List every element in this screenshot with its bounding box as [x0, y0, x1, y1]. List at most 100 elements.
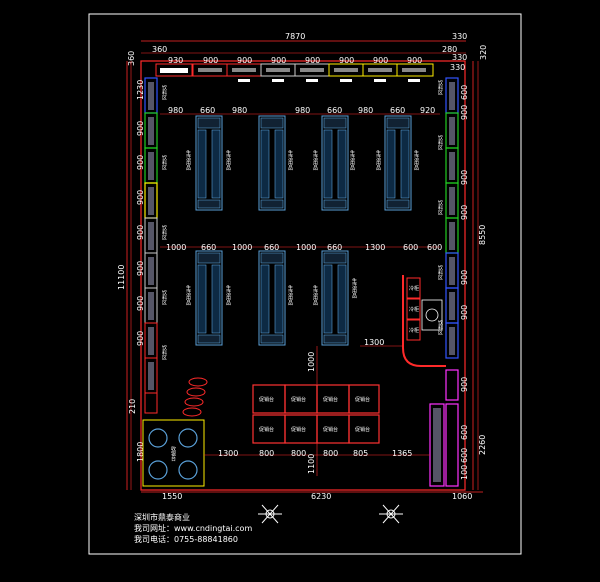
row2-dim: 660 [264, 243, 279, 252]
island-row-1 [195, 115, 412, 211]
island-label: 生活用品 [351, 277, 357, 299]
top-shelf-dim: 330 [450, 63, 465, 72]
island-shelf [258, 115, 286, 211]
island-label: 生活用品 [312, 284, 318, 306]
fridge-label: 冷柜 [409, 327, 419, 334]
left-shelf-label: 饮料区 [161, 289, 167, 305]
island-label: 生活用品 [225, 149, 231, 171]
right-dim: 900 [460, 270, 469, 285]
counter-label: 收银台 [170, 445, 176, 462]
entrance-planters: 收银台 [142, 419, 205, 487]
company-phone: 我司电话：0755-88841860 [134, 534, 252, 545]
row1-dim: 660 [327, 106, 342, 115]
top-shelf-dim: 900 [271, 56, 286, 65]
island-label: 生活用品 [287, 284, 293, 306]
promo-label: 促销台 [355, 396, 370, 403]
dim-bottom-right: 1060 [452, 492, 472, 501]
row1-dim: 920 [420, 106, 435, 115]
row2-dim: 1300 [365, 243, 385, 252]
right-dim: 600 [460, 85, 469, 100]
right-shelf-label: 饮料区 [437, 79, 443, 95]
row1-dim: 660 [390, 106, 405, 115]
fridge-label: 冷柜 [409, 306, 419, 313]
island-shelf [384, 115, 412, 211]
fridge-counter: 冷柜 冷柜 冷柜 [402, 275, 446, 367]
island-shelf [321, 250, 349, 346]
dim-left-total: 11100 [117, 265, 126, 290]
promo-label: 促销台 [259, 426, 274, 433]
dim-right-total-a: 8550 [478, 225, 487, 245]
promo-label: 促销台 [291, 396, 306, 403]
bottom-row-dim: 805 [353, 449, 368, 458]
island-label: 生活用品 [375, 149, 381, 171]
bottom-row-dim: 800 [323, 449, 338, 458]
island-label: 生活用品 [225, 284, 231, 306]
top-shelf-dim: 900 [373, 56, 388, 65]
dim-top-right: 330 [452, 32, 467, 41]
outer-wall [140, 60, 466, 491]
row1-dim: 980 [295, 106, 310, 115]
top-shelf-dim: 900 [305, 56, 320, 65]
site-label: 我司网址： [134, 524, 174, 533]
row2-dims: 1000 660 1000 660 1000 660 1300 600 600 [166, 243, 442, 252]
island-label: 生活用品 [185, 284, 191, 306]
left-shelf-label: 饮料区 [161, 344, 167, 360]
left-dim: 900 [136, 225, 145, 240]
dim-bottom-gap: 1100 [307, 454, 316, 474]
dim-right-top: 320 [479, 45, 488, 60]
row1-dim: 980 [232, 106, 247, 115]
dim-vert-gap: 1000 [307, 352, 316, 372]
left-dims: 1230 900 900 900 900 900 900 900 210 180… [128, 80, 145, 462]
right-dims: 600 900 900 900 900 900 900 600 600 100 [460, 85, 469, 480]
island-label: 生活用品 [185, 149, 191, 171]
right-shelf-label: 饮料区 [437, 199, 443, 215]
island-label: 生活用品 [312, 149, 318, 171]
left-dim: 1230 [136, 80, 145, 100]
island-label: 生活用品 [349, 149, 355, 171]
left-dim: 1800 [136, 442, 145, 462]
row2-dim: 1000 [296, 243, 316, 252]
phone-number: 0755-88841860 [174, 535, 238, 544]
top-shelf-dim: 900 [407, 56, 422, 65]
left-dim: 900 [136, 296, 145, 311]
company-info: 深圳市鼎泰商业 我司网址：www.cndingtai.com 我司电话：0755… [134, 512, 252, 545]
dim-mid-gap: 1300 [364, 338, 384, 347]
left-shelf-label: 饮料区 [161, 154, 167, 170]
bottom-row-dim: 800 [259, 449, 274, 458]
row2-dim: 660 [327, 243, 342, 252]
right-shelf-label: 饮料区 [437, 134, 443, 150]
company-name: 深圳市鼎泰商业 [134, 513, 190, 522]
site-url: www.cndingtai.com [174, 524, 253, 533]
shopping-carts [182, 377, 208, 417]
right-shelf-label: 饮料区 [437, 319, 443, 335]
island-shelf [321, 115, 349, 211]
dim-top-right-a: 330 [452, 53, 467, 62]
phone-label: 我司电话： [134, 535, 174, 544]
right-wall-shelves [429, 77, 459, 487]
row1-dim: 980 [358, 106, 373, 115]
promo-label: 促销台 [323, 426, 338, 433]
right-dim: 900 [460, 305, 469, 320]
left-dim: 900 [136, 121, 145, 136]
island-label: 生活用品 [287, 149, 293, 171]
bottom-row-dims: 1300 800 800 800 805 1365 [218, 449, 412, 458]
right-dim: 100 [460, 465, 469, 480]
left-wall-shelves [144, 77, 158, 414]
right-dim: 900 [460, 377, 469, 392]
row1-dim: 660 [200, 106, 215, 115]
island-row-2 [195, 250, 349, 346]
dim-right-total-b: 2260 [478, 435, 487, 455]
entrance-people [258, 504, 403, 524]
promo-label: 促销台 [259, 396, 274, 403]
top-wall-shelves [155, 63, 434, 82]
drawing-frame [88, 13, 522, 555]
bottom-row-dim: 1365 [392, 449, 412, 458]
dim-left-top: 360 [127, 51, 136, 66]
top-shelf-dim: 900 [203, 56, 218, 65]
promo-label: 促销台 [355, 426, 370, 433]
bottom-row-dim: 800 [291, 449, 306, 458]
promo-label: 促销台 [291, 426, 306, 433]
dim-top-total: 7870 [285, 32, 305, 41]
left-dim: 900 [136, 331, 145, 346]
